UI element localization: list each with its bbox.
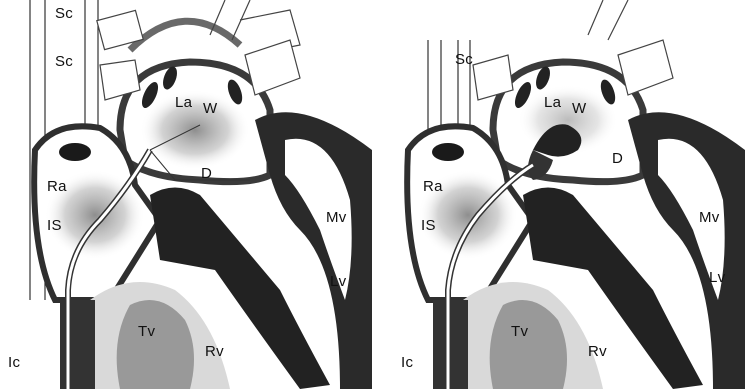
label-d: D [201, 166, 212, 181]
label-rv: Rv [588, 344, 607, 359]
diagram-panel-right: Sc La W D Ra IS Mv Lv Tv Rv Ic [373, 0, 745, 389]
label-lv: Lv [709, 270, 725, 285]
label-is: IS [421, 218, 436, 233]
label-d: D [612, 151, 623, 166]
label-la: La [544, 95, 561, 110]
label-sc-lower: Sc [55, 54, 73, 69]
label-ic: Ic [401, 355, 413, 370]
label-sc-upper: Sc [55, 6, 73, 21]
label-lv: Lv [330, 274, 346, 289]
label-w: W [572, 101, 586, 116]
label-ic: Ic [8, 355, 20, 370]
label-sc: Sc [455, 52, 473, 67]
label-is: IS [47, 218, 62, 233]
diagram-panel-left: Sc Sc La W D Ra IS Mv Lv Tv Rv Ic [0, 0, 372, 389]
label-la: La [175, 95, 192, 110]
label-ra: Ra [47, 179, 67, 194]
label-tv: Tv [138, 324, 155, 339]
label-w: W [203, 101, 217, 116]
label-tv: Tv [511, 324, 528, 339]
label-ra: Ra [423, 179, 443, 194]
label-mv: Mv [326, 210, 347, 225]
label-rv: Rv [205, 344, 224, 359]
label-mv: Mv [699, 210, 720, 225]
